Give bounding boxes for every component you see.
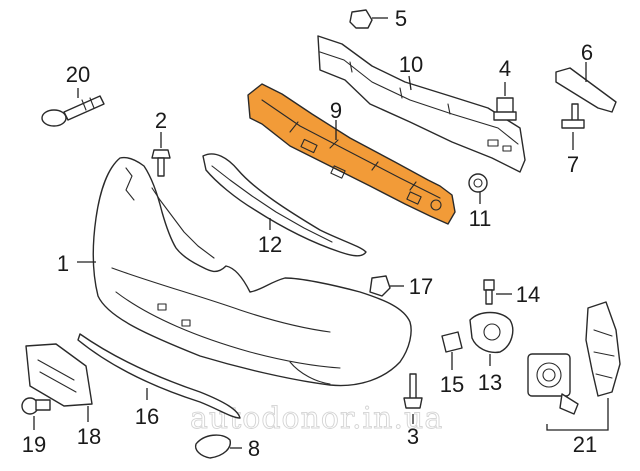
- callout-20: 20: [66, 62, 90, 87]
- part-1-bumper-cover: [92, 156, 412, 387]
- callout-10: 10: [399, 52, 423, 77]
- callout-numbers: 1 2 3 4 5 6 7 8 9 10 11 12 13 14 15 16 1…: [22, 6, 597, 461]
- callout-21: 21: [573, 432, 597, 457]
- callout-5: 5: [395, 6, 407, 31]
- callout-15: 15: [440, 372, 464, 397]
- callout-4: 4: [499, 56, 511, 81]
- callout-14: 14: [516, 282, 540, 307]
- part-13-sensor-holder: [469, 311, 514, 354]
- callout-19: 19: [22, 432, 46, 457]
- callout-8: 8: [248, 436, 260, 461]
- part-10-reinforcement-beam: [317, 35, 526, 173]
- part-21-sensor-assembly: [527, 301, 621, 415]
- callout-16: 16: [135, 404, 159, 429]
- part-7-screw: [561, 103, 585, 129]
- part-16-lower-strip: [77, 333, 241, 419]
- callout-2: 2: [155, 108, 167, 133]
- leader-lines: [33, 17, 609, 449]
- part-15-clip: [441, 331, 463, 353]
- callout-12: 12: [258, 232, 282, 257]
- part-18-plate-bracket: [25, 343, 93, 407]
- callout-3: 3: [407, 424, 419, 449]
- part-11-nut: [468, 173, 488, 193]
- part-5-clip: [349, 9, 373, 29]
- watermark-text: autodonor.in.ua: [190, 401, 443, 436]
- part-8-cover: [194, 434, 231, 459]
- part-19-bolt: [21, 397, 51, 415]
- callout-18: 18: [77, 424, 101, 449]
- callout-6: 6: [581, 40, 593, 65]
- part-14-bolt: [483, 279, 495, 305]
- part-6-side-bracket: [555, 67, 617, 113]
- part-20-tow-hook: [41, 95, 105, 127]
- part-3-bolt: [403, 373, 423, 409]
- callout-9: 9: [330, 98, 342, 123]
- callout-1: 1: [57, 251, 69, 276]
- callout-7: 7: [567, 152, 579, 177]
- part-2-bolt: [151, 149, 171, 177]
- leader-21: [546, 398, 609, 431]
- part-4-clip: [493, 97, 517, 121]
- callout-17: 17: [409, 274, 433, 299]
- callout-13: 13: [478, 370, 502, 395]
- callout-11: 11: [469, 206, 492, 231]
- part-9-absorber-body: [247, 83, 456, 225]
- leader-10: [408, 75, 412, 91]
- part-9-energy-absorber: [247, 83, 456, 225]
- part-12-lower-grille: [202, 153, 367, 257]
- part-17-nut: [369, 275, 391, 297]
